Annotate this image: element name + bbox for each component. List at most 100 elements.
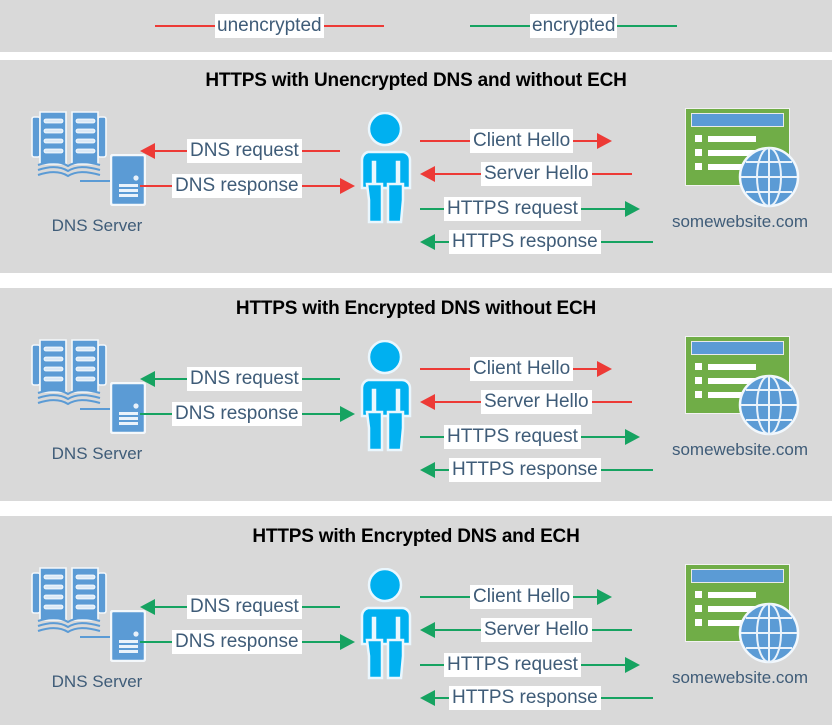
arrowhead-left-icon — [140, 143, 155, 159]
arrowhead-right-icon — [597, 133, 613, 149]
net-flow-0: Client Hello — [420, 128, 670, 154]
flow-label: DNS request — [187, 138, 302, 164]
net-flow-2: HTTPS request — [420, 424, 670, 450]
dns-server-label: DNS Server — [51, 672, 143, 691]
flow-line — [435, 241, 449, 243]
flow-line — [573, 140, 598, 142]
person-icon — [360, 339, 412, 452]
arrowhead-right-icon — [597, 589, 613, 605]
net-flow-3: HTTPS response — [420, 229, 670, 255]
browser-titlebar — [691, 341, 784, 355]
flow-label: DNS request — [187, 594, 302, 620]
flow-line — [420, 208, 444, 210]
net-flow-1: Server Hello — [420, 389, 670, 415]
browser-titlebar — [691, 569, 784, 583]
flow-line — [155, 606, 187, 608]
dns-connector-line — [80, 636, 112, 638]
website-node: somewebsite.com — [660, 564, 820, 704]
net-flow-2: HTTPS request — [420, 652, 670, 678]
flow-label: HTTPS request — [444, 196, 581, 222]
arrowhead-right-icon — [624, 429, 640, 445]
legend-item-encrypted: encrypted — [470, 0, 678, 52]
flow-label: Client Hello — [470, 356, 574, 382]
website-label: somewebsite.com — [671, 440, 809, 459]
flow-line — [435, 469, 449, 471]
flow-line — [591, 173, 632, 175]
flow-label: HTTPS response — [449, 457, 601, 483]
flow-label: DNS response — [172, 629, 302, 655]
flow-line — [420, 368, 470, 370]
browser-content-lines — [695, 591, 756, 633]
flow-line — [155, 150, 187, 152]
flow-label: HTTPS response — [449, 685, 601, 711]
legend-line-unencrypted — [155, 25, 215, 27]
flow-line — [420, 436, 444, 438]
arrowhead-left-icon — [140, 371, 155, 387]
net-flow-2: HTTPS request — [420, 196, 670, 222]
flow-line — [301, 378, 340, 380]
arrowhead-left-icon — [420, 690, 435, 706]
server-icon — [109, 381, 147, 435]
user-node — [352, 339, 418, 452]
website-node: somewebsite.com — [660, 336, 820, 476]
dns-connector-line — [80, 408, 112, 410]
flow-line — [301, 641, 340, 643]
legend-bar: unencrypted encrypted — [0, 0, 832, 52]
flow-line — [420, 596, 470, 598]
flow-line — [140, 413, 172, 415]
address-book-icon — [30, 564, 108, 636]
arrowhead-right-icon — [624, 201, 640, 217]
flow-label: DNS request — [187, 366, 302, 392]
dns-flow-0: DNS request — [140, 138, 370, 164]
net-flow-1: Server Hello — [420, 617, 670, 643]
person-icon — [360, 567, 412, 680]
dns-flow-0: DNS request — [140, 594, 370, 620]
address-book-icon — [30, 336, 108, 408]
diagram-panel-2: HTTPS with Encrypted DNS without ECH — [0, 288, 832, 501]
dns-server-node: DNS Server — [22, 564, 172, 704]
net-flow-1: Server Hello — [420, 161, 670, 187]
browser-content-lines — [695, 363, 756, 405]
arrowhead-left-icon — [420, 234, 435, 250]
flow-label: Server Hello — [481, 617, 592, 643]
flow-line — [600, 697, 653, 699]
flow-line — [435, 629, 481, 631]
flow-line — [600, 469, 653, 471]
server-icon — [109, 609, 147, 663]
website-node: somewebsite.com — [660, 108, 820, 248]
server-icon — [109, 153, 147, 207]
arrowhead-right-icon — [624, 657, 640, 673]
flow-line — [420, 664, 444, 666]
browser-content-lines — [695, 135, 756, 177]
flow-line — [155, 378, 187, 380]
dns-flow-0: DNS request — [140, 366, 370, 392]
legend-line-encrypted-2 — [617, 25, 678, 27]
net-flow-3: HTTPS response — [420, 685, 670, 711]
dns-flow-1: DNS response — [140, 173, 370, 199]
server-icon — [109, 381, 147, 435]
net-flow-0: Client Hello — [420, 584, 670, 610]
panel-title: HTTPS with Encrypted DNS without ECH — [235, 298, 597, 319]
globe-icon — [738, 374, 800, 436]
address-book-icon — [31, 339, 107, 406]
arrowhead-left-icon — [420, 622, 435, 638]
flow-line — [580, 436, 625, 438]
dns-connector-line — [80, 180, 112, 182]
arrowhead-left-icon — [140, 599, 155, 615]
flow-line — [435, 697, 449, 699]
globe-icon — [738, 146, 800, 208]
globe-icon — [738, 374, 800, 436]
flow-line — [301, 150, 340, 152]
address-book-icon — [31, 111, 107, 178]
user-node — [352, 111, 418, 224]
arrowhead-right-icon — [339, 634, 355, 650]
flow-line — [591, 629, 632, 631]
globe-icon — [738, 146, 800, 208]
panel-title: HTTPS with Encrypted DNS and ECH — [252, 526, 580, 547]
address-book-icon — [30, 108, 108, 180]
arrowhead-right-icon — [339, 178, 355, 194]
user-node — [352, 567, 418, 680]
flow-line — [301, 606, 340, 608]
flow-line — [140, 185, 172, 187]
net-flow-3: HTTPS response — [420, 457, 670, 483]
